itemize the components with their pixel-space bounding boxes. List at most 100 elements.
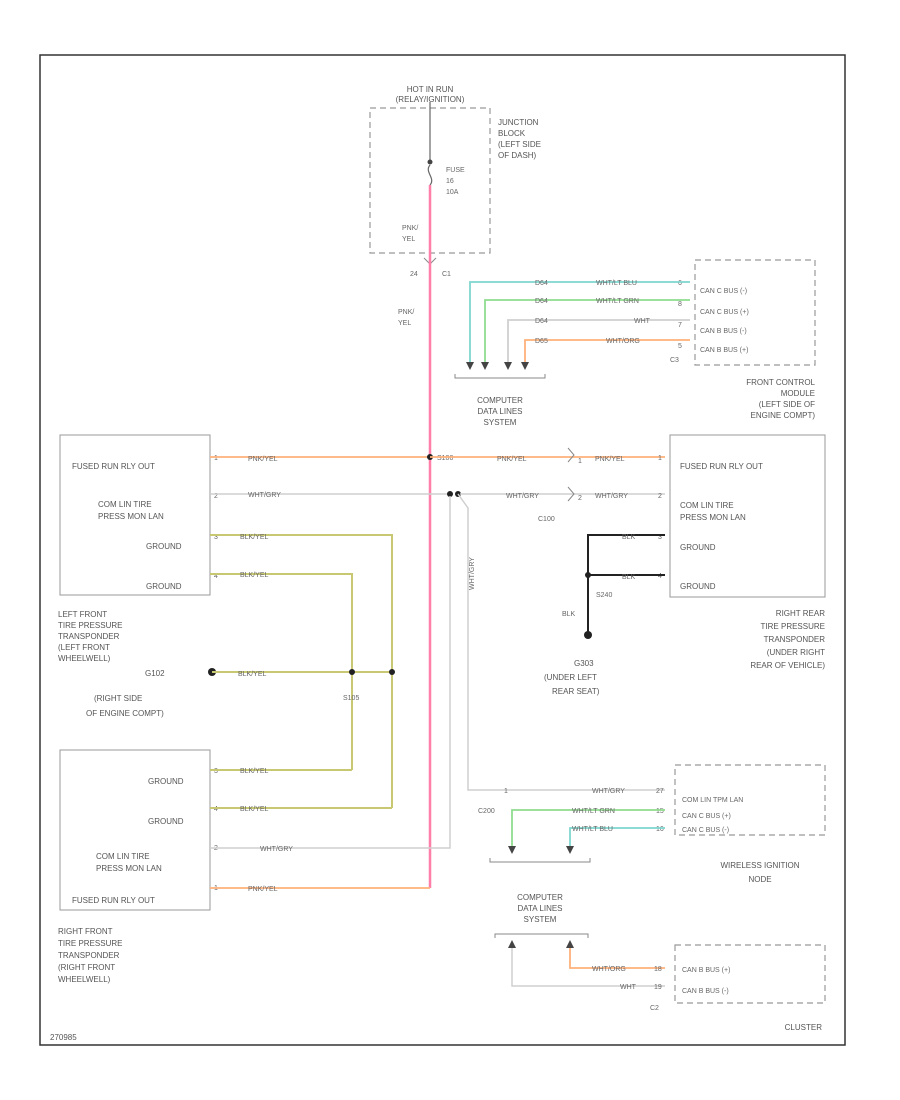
- cluster-white-wire: [511, 948, 665, 987]
- lan-vertical-label: WHT/GRY: [469, 557, 476, 590]
- win-title-1: WIRELESS IGNITION: [720, 861, 799, 870]
- lf-row-com-lin-1: COM LIN TIRE: [98, 500, 152, 509]
- fcm-code-4: D65: [535, 338, 548, 345]
- can-c-plus-wire: [484, 299, 690, 364]
- win-title-2: NODE: [748, 875, 771, 884]
- power-connector: C1: [442, 271, 451, 278]
- rr-title-4: (UNDER RIGHT: [767, 648, 825, 657]
- relay-ignition-label: (RELAY/IGNITION): [396, 95, 465, 104]
- rf-pin-4: 4: [214, 806, 218, 813]
- rr-wire-3: BLK: [622, 534, 636, 541]
- lf-ground-wire-1: [210, 534, 393, 808]
- cdl1-bracket: [454, 374, 546, 379]
- fcm-code-1: D64: [535, 280, 548, 287]
- g102-label-3: OF ENGINE COMPT): [86, 709, 164, 718]
- lf-row-ground-1: GROUND: [146, 542, 182, 551]
- rf-row-ground-2: GROUND: [148, 817, 184, 826]
- cdl1-label-3: SYSTEM: [484, 418, 517, 427]
- lf-pin-3: 3: [214, 534, 218, 541]
- figure-id: 270985: [50, 1033, 77, 1042]
- cdl2-arrow-2: [566, 846, 574, 854]
- cdl2-label-1: COMPUTER: [517, 893, 563, 902]
- diagram-frame: [39, 54, 846, 1046]
- fcm-title-1: FRONT CONTROL: [746, 378, 815, 387]
- fcm-can-c-plus: CAN C BUS (+): [700, 309, 749, 316]
- g303-label-1: G303: [574, 659, 594, 668]
- lf-wire-2: WHT/GRY: [248, 492, 281, 499]
- rr-row-ground-2: GROUND: [680, 582, 716, 591]
- rr-wire-2: WHT/GRY: [595, 493, 628, 500]
- lf-title-1: LEFT FRONT: [58, 610, 107, 619]
- cdl1-label-1: COMPUTER: [477, 396, 523, 405]
- cdl2-label-3: SYSTEM: [524, 915, 557, 924]
- can-b-plus-wire: [524, 339, 690, 364]
- rf-pin-3: 3: [214, 768, 218, 775]
- cluster-orange-wire: [569, 948, 665, 969]
- s100-label: S100: [437, 455, 453, 462]
- c100-pin-1: 1: [578, 458, 582, 465]
- cluster-wire-1: WHT/ORG: [592, 966, 626, 973]
- cluster-row-1: CAN B BUS (+): [682, 967, 730, 974]
- rf-row-ground-1: GROUND: [148, 777, 184, 786]
- fcm-can-b-minus: CAN B BUS (-): [700, 328, 747, 335]
- rr-row-ground-1: GROUND: [680, 543, 716, 552]
- win-pin-27: 27: [656, 788, 664, 795]
- cdl3-arrow-2: [566, 940, 574, 948]
- power-wire-down-label-2: YEL: [398, 320, 411, 327]
- win-green-wire: [511, 809, 665, 848]
- mid-wire-2: WHT/GRY: [506, 493, 539, 500]
- lf-ground-wire-2: [210, 573, 353, 770]
- junction-block-label-4: OF DASH): [498, 151, 537, 160]
- rf-wire-2: BLK/YEL: [240, 806, 269, 813]
- fcm-pin-6: 6: [678, 280, 682, 287]
- s105-label: S105: [343, 695, 359, 702]
- fcm-code-3: D64: [535, 318, 548, 325]
- win-row-3: CAN C BUS (-): [682, 827, 729, 834]
- rf-title-3: TRANSPONDER: [58, 951, 120, 960]
- junction-block-label-2: BLOCK: [498, 129, 526, 138]
- cluster-title: CLUSTER: [785, 1023, 823, 1032]
- s105-splice-1: [349, 669, 355, 675]
- fcm-can-c-minus: CAN C BUS (-): [700, 288, 747, 295]
- cluster-pin-18: 18: [654, 966, 662, 973]
- c100-label: C100: [538, 516, 555, 523]
- lf-wire-1: PNK/YEL: [248, 456, 278, 463]
- g102-label-1: G102: [145, 669, 165, 678]
- cdl2-label-2: DATA LINES: [517, 904, 562, 913]
- win-row-1: COM LIN TPM LAN: [682, 797, 743, 804]
- cdl1-arrow-3: [504, 362, 512, 370]
- rr-title-1: RIGHT REAR: [776, 609, 825, 618]
- rf-title-5: WHEELWELL): [58, 975, 111, 984]
- win-pin-15: 15: [656, 808, 664, 815]
- rf-row-com-lin-2: PRESS MON LAN: [96, 864, 162, 873]
- rf-row-fused: FUSED RUN RLY OUT: [72, 896, 155, 905]
- cdl1-arrow-1: [466, 362, 474, 370]
- cluster-row-2: CAN B BUS (-): [682, 988, 729, 995]
- rr-row-com-lin-2: PRESS MON LAN: [680, 513, 746, 522]
- cdl2-bracket: [489, 858, 591, 863]
- fcm-can-b-plus: CAN B BUS (+): [700, 347, 748, 354]
- g303-label-3: REAR SEAT): [552, 687, 600, 696]
- fuse-symbol: [427, 164, 433, 186]
- win-row-2: CAN C BUS (+): [682, 813, 731, 820]
- rf-title-4: (RIGHT FRONT: [58, 963, 115, 972]
- g102-label-2: (RIGHT SIDE: [94, 694, 142, 703]
- cdl3-arrow-1: [508, 940, 516, 948]
- win-blue-wire: [569, 827, 665, 848]
- s240-label: S240: [596, 592, 612, 599]
- cluster-connector: C2: [650, 1005, 659, 1012]
- rf-transponder-box: [59, 749, 211, 911]
- c100-pin-2: 2: [578, 495, 582, 502]
- cluster-pin-19: 19: [654, 984, 662, 991]
- cdl2-arrow-1: [508, 846, 516, 854]
- rf-row-com-lin-1: COM LIN TIRE: [96, 852, 150, 861]
- g102-wire-label: BLK/YEL: [238, 671, 267, 678]
- fcm-pin-8: 8: [678, 301, 682, 308]
- rr-pin-2: 2: [658, 493, 662, 500]
- hot-in-run-label: HOT IN RUN: [407, 85, 454, 94]
- rf-wire-1: BLK/YEL: [240, 768, 269, 775]
- c100-connector-symbol-1: [567, 447, 575, 463]
- lf-pin-1: 1: [214, 455, 218, 462]
- lf-wire-4: BLK/YEL: [240, 572, 269, 579]
- win-wire-2: WHT/LT GRN: [572, 808, 615, 815]
